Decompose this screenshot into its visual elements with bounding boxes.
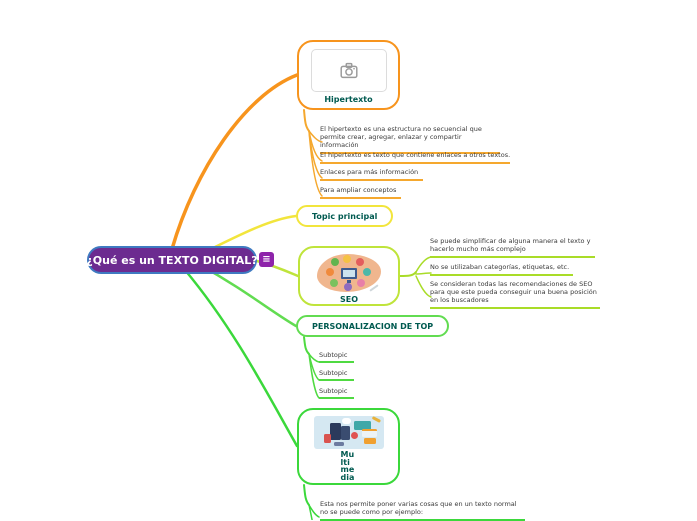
central-topic-label: ¿Qué es un TEXTO DIGITAL? [86, 253, 258, 267]
topic-node-multimedia[interactable]: Multimedia [297, 408, 400, 485]
note-seo-1[interactable]: Se puede simplificar de alguna manera el… [430, 237, 595, 258]
central-topic-node[interactable]: ¿Qué es un TEXTO DIGITAL? [86, 246, 258, 274]
note-seo-3[interactable]: Se consideran todas las recomendaciones … [430, 280, 600, 309]
subtopic-1[interactable]: Subtopic [319, 351, 355, 363]
note-hipertexto-1[interactable]: El hipertexto es una estructura no secue… [320, 125, 500, 154]
camera-icon [339, 62, 358, 78]
topic-label-topic-principal: Topic principal [312, 211, 378, 221]
topic-label-multimedia: Multimedia [340, 450, 355, 482]
topic-label-hipertexto: Hipertexto [324, 95, 373, 104]
seo-illustration [315, 253, 383, 292]
note-hipertexto-4[interactable]: Para ampliar conceptos [320, 186, 402, 199]
note-seo-2[interactable]: No se utilizaban categorías, etiquetas, … [430, 263, 574, 276]
topic-node-seo[interactable]: SEO [298, 246, 400, 306]
subtopic-3[interactable]: Subtopic [319, 387, 355, 399]
topic-label-personalizacion: PERSONALIZACION DE TOP [312, 321, 434, 331]
note-hipertexto-3[interactable]: Enlaces para más información [320, 168, 424, 181]
topic-label-seo: SEO [339, 295, 359, 304]
subtopic-2[interactable]: Subtopic [319, 369, 355, 381]
topic-node-topic-principal[interactable]: Topic principal [296, 205, 394, 227]
note-hipertexto-2[interactable]: El hipertexto es texto que contiene enla… [320, 151, 511, 164]
multimedia-illustration [313, 416, 384, 449]
note-multimedia-1[interactable]: Esta nos permite poner varias cosas que … [320, 500, 525, 521]
topic-node-hipertexto[interactable]: Hipertexto [297, 40, 400, 110]
image-placeholder [310, 49, 387, 92]
hamburger-menu-icon[interactable]: ≡ [259, 252, 274, 267]
topic-node-personalizacion[interactable]: PERSONALIZACION DE TOP [296, 315, 450, 337]
